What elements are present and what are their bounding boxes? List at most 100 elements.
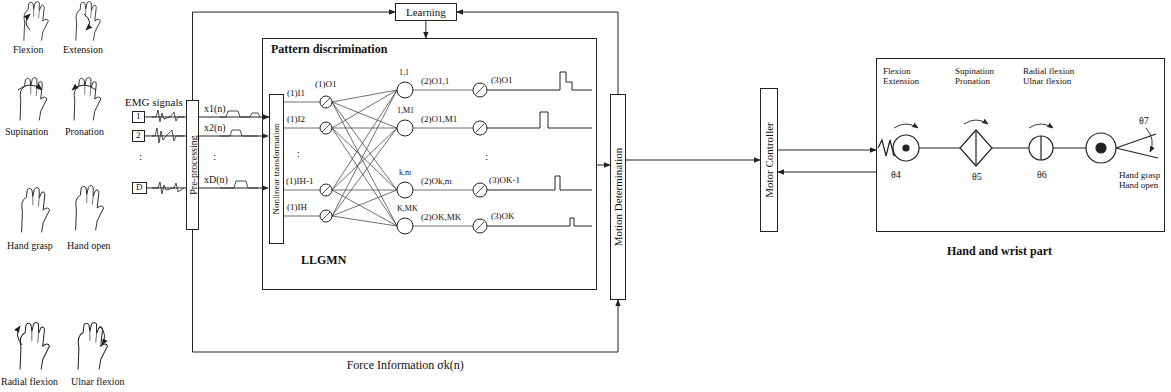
- joint-rotation: [1146, 128, 1152, 152]
- network-link: [332, 128, 397, 216]
- network-link: [284, 190, 320, 191]
- node-text: Nonlinear transformation: [272, 123, 282, 214]
- neuron-unit: [397, 82, 413, 98]
- connector: [199, 117, 269, 118]
- node-text: Radial flexion Ulnar flexion: [1023, 67, 1093, 87]
- network-link: [284, 90, 473, 226]
- neuron-slash: [322, 98, 330, 106]
- network-link: [332, 128, 397, 129]
- wrist-mechanism: [975, 130, 976, 166]
- neuron-unit: [320, 96, 332, 108]
- node-text: Pattern discrimination: [271, 43, 387, 56]
- output-pulse: [487, 176, 592, 190]
- label-text: 1,1: [398, 69, 410, 78]
- process-box: 2: [132, 130, 145, 142]
- neuron-slash: [476, 86, 484, 94]
- motion-arrow: [17, 326, 22, 345]
- joint-rotation: [894, 120, 1152, 152]
- connector: [145, 116, 187, 117]
- node-text: θ4: [891, 169, 901, 180]
- neuron-unit: [320, 210, 332, 222]
- output-pulse: [487, 72, 592, 90]
- connector: [597, 165, 610, 166]
- neuron-slash: [322, 186, 330, 194]
- network-link: [332, 190, 397, 191]
- motion-arrow: [17, 14, 104, 345]
- label-text: xD(n): [203, 174, 229, 185]
- wrist-mechanism: [1086, 133, 1116, 163]
- neuron-unit: [320, 184, 332, 196]
- label-text: (2)O1,M1: [420, 115, 458, 125]
- label-text: k,m: [398, 169, 412, 178]
- label-text: (1)IH: [286, 203, 308, 213]
- connector: [425, 21, 426, 38]
- label-text: Ulnar flexion: [70, 376, 126, 387]
- label-text: EMG signals: [124, 96, 184, 108]
- joint-rotation: [894, 124, 918, 128]
- network-link: [332, 90, 397, 216]
- wrist-mechanism: [878, 130, 1158, 166]
- neuron-slash: [476, 222, 484, 230]
- process-box: D: [132, 182, 147, 194]
- wrist-mechanism: [896, 147, 1116, 148]
- network-link: [332, 128, 397, 190]
- emg-trace: [152, 110, 184, 122]
- node-text: LLGMN: [301, 254, 346, 267]
- label-text: :: [484, 150, 489, 162]
- wrist-mechanism: [1040, 136, 1041, 160]
- neuron-slash: [322, 86, 484, 230]
- neuron-unit: [397, 182, 413, 198]
- joint-rotation: [1029, 124, 1053, 128]
- process-box: Learning: [395, 3, 457, 21]
- label-text: Extension: [62, 44, 104, 55]
- wrist-mechanism: [903, 145, 909, 151]
- neuron-unit: [473, 121, 487, 135]
- vertical-process-box: Nonlinear transformation: [269, 94, 284, 244]
- connector: [457, 12, 618, 94]
- node-text: D: [136, 183, 143, 193]
- neuron-unit: [397, 120, 413, 136]
- wrist-mechanism: [1116, 134, 1156, 148]
- label-text: (1)IH-1: [285, 177, 315, 187]
- wrist-mechanism: [1029, 136, 1053, 160]
- node-text: Flexion Extension: [883, 67, 941, 87]
- network-link: [332, 90, 397, 190]
- label-text: K,MK: [396, 205, 419, 214]
- wrist-mechanism: [1096, 143, 1106, 153]
- node-text: θ6: [1037, 169, 1047, 180]
- motion-arrow: [100, 326, 105, 345]
- output-pulse: [487, 112, 592, 128]
- connector: [778, 150, 876, 151]
- hand-illustration: [74, 78, 101, 121]
- hand-illustration: [76, 1, 101, 40]
- label-text: (1)O1: [314, 80, 338, 90]
- neuron-unit: [320, 122, 332, 134]
- hand-illustration: [24, 1, 49, 40]
- label-text: (2)Ok,m: [420, 177, 453, 187]
- edge-label: Force Information σk(n): [345, 358, 466, 373]
- neuron-unit: [320, 82, 487, 234]
- process-box: Flexion ExtensionSupination PronationRad…: [876, 58, 1165, 232]
- neuron-slash: [322, 212, 330, 220]
- network-link: [413, 128, 473, 129]
- neuron-slash: [476, 124, 484, 132]
- hand-illustration: [20, 1, 107, 369]
- node-text: θ7: [1139, 115, 1149, 126]
- network-link: [284, 102, 320, 103]
- hand-illustration: [78, 322, 107, 369]
- hand-illustration: [76, 186, 104, 231]
- label-text: :: [138, 150, 143, 162]
- label-text: x1(n): [203, 103, 227, 114]
- neuron-slash: [476, 186, 484, 194]
- node-text: Motor Controller: [763, 122, 775, 197]
- node-text: θ5: [972, 171, 982, 182]
- neuron-unit: [473, 183, 487, 197]
- connector: [193, 12, 396, 100]
- wrist-mechanism: [1116, 148, 1158, 158]
- connector: [193, 230, 619, 352]
- label-text: :: [296, 148, 301, 159]
- label-text: x2(n): [203, 122, 227, 133]
- motion-arrow: [18, 85, 42, 90]
- vertical-process-box: Motion Determination: [610, 94, 626, 300]
- network-link: [413, 190, 473, 191]
